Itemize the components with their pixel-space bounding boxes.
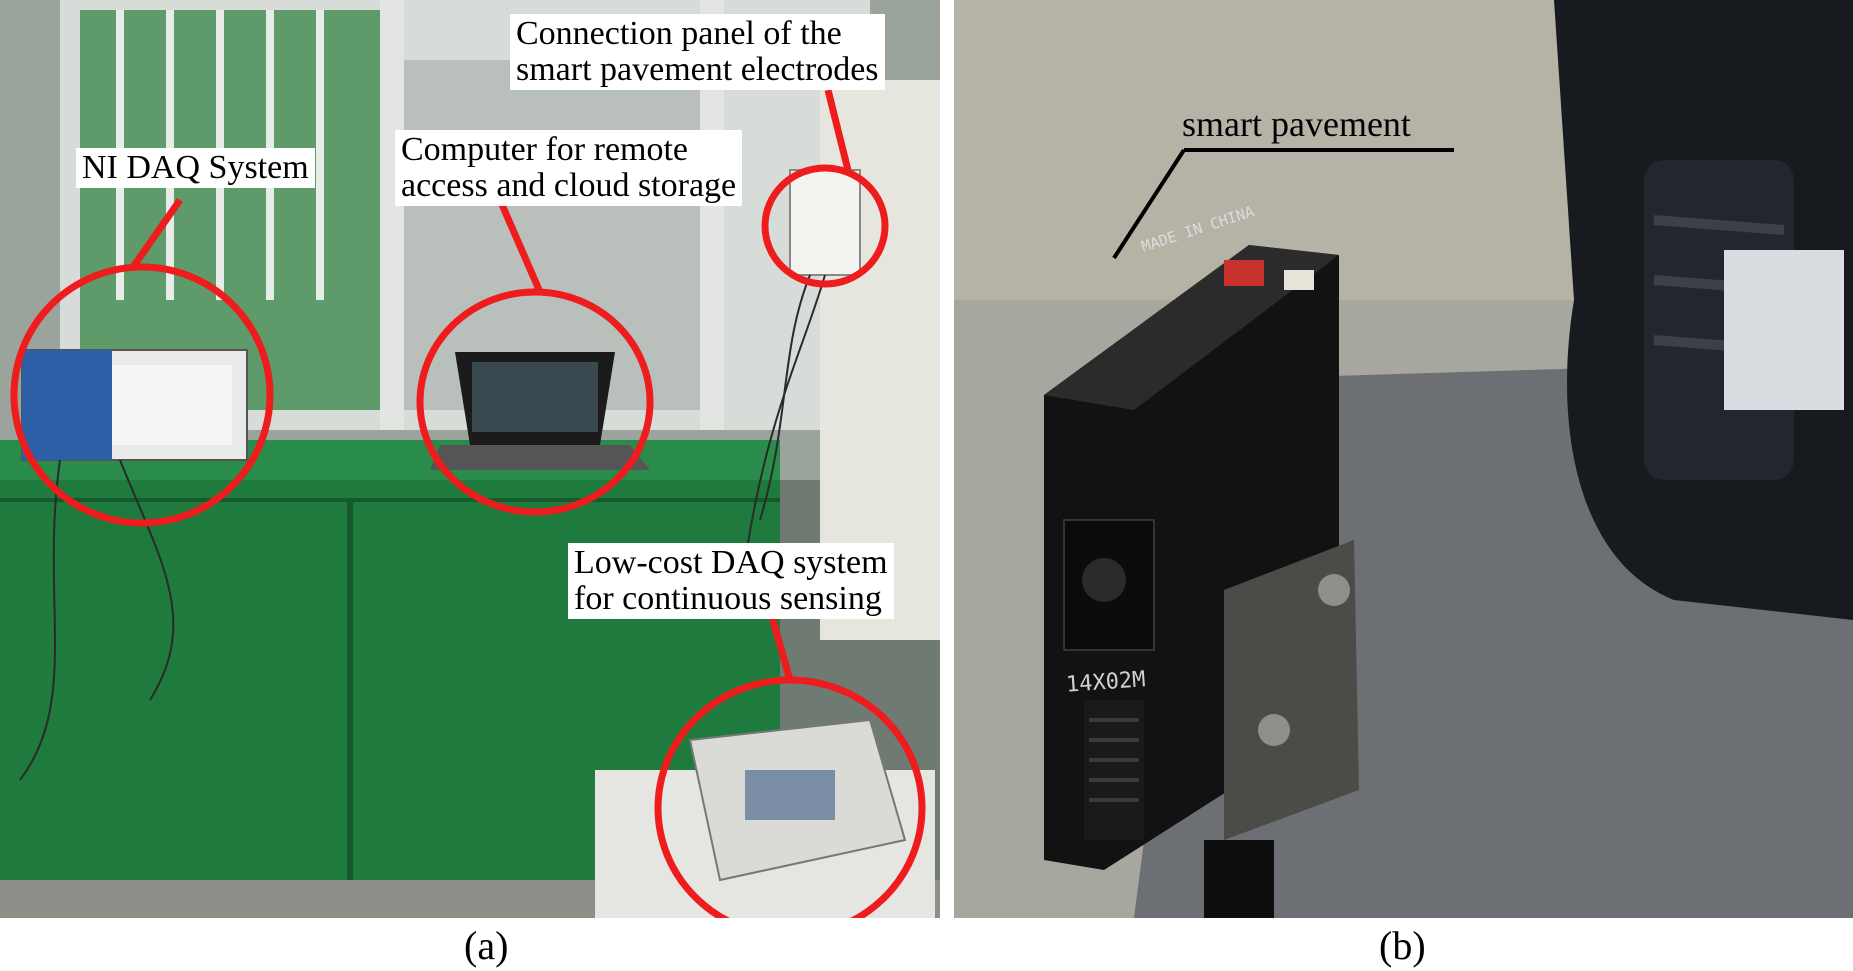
ni-daq-ring xyxy=(10,263,274,527)
connection-panel-label: Connection panel of the smart pavement e… xyxy=(510,14,885,90)
connection-panel-ring xyxy=(761,164,889,288)
ni-daq-label: NI DAQ System xyxy=(76,148,315,188)
leader-lines xyxy=(130,89,852,681)
ni-daq-chassis xyxy=(21,349,248,461)
highlight-rings xyxy=(10,164,926,918)
low-cost-daq-label: Low-cost DAQ system for continuous sensi… xyxy=(568,543,894,619)
pole xyxy=(1204,840,1274,918)
laptop xyxy=(430,352,650,470)
computer-label: Computer for remote access and cloud sto… xyxy=(395,130,743,206)
panel-b-caption: (b) xyxy=(1379,923,1426,968)
smart-pavement-illustration xyxy=(954,0,1853,918)
low-cost-daq-box xyxy=(688,718,907,882)
panel-a-caption: (a) xyxy=(464,923,509,968)
laptop-ring xyxy=(416,288,654,516)
photo-panel-a: NI DAQ System Computer for remote access… xyxy=(0,0,940,918)
connection-panel-box xyxy=(789,169,861,276)
photo-panel-b: MADE IN CHINA 14X02M smart pavement xyxy=(954,0,1853,918)
car xyxy=(1554,0,1853,620)
mounting-bracket xyxy=(1224,540,1359,840)
smart-pavement-label: smart pavement xyxy=(1182,104,1411,144)
smart-pavement-pointer xyxy=(1112,148,1454,260)
